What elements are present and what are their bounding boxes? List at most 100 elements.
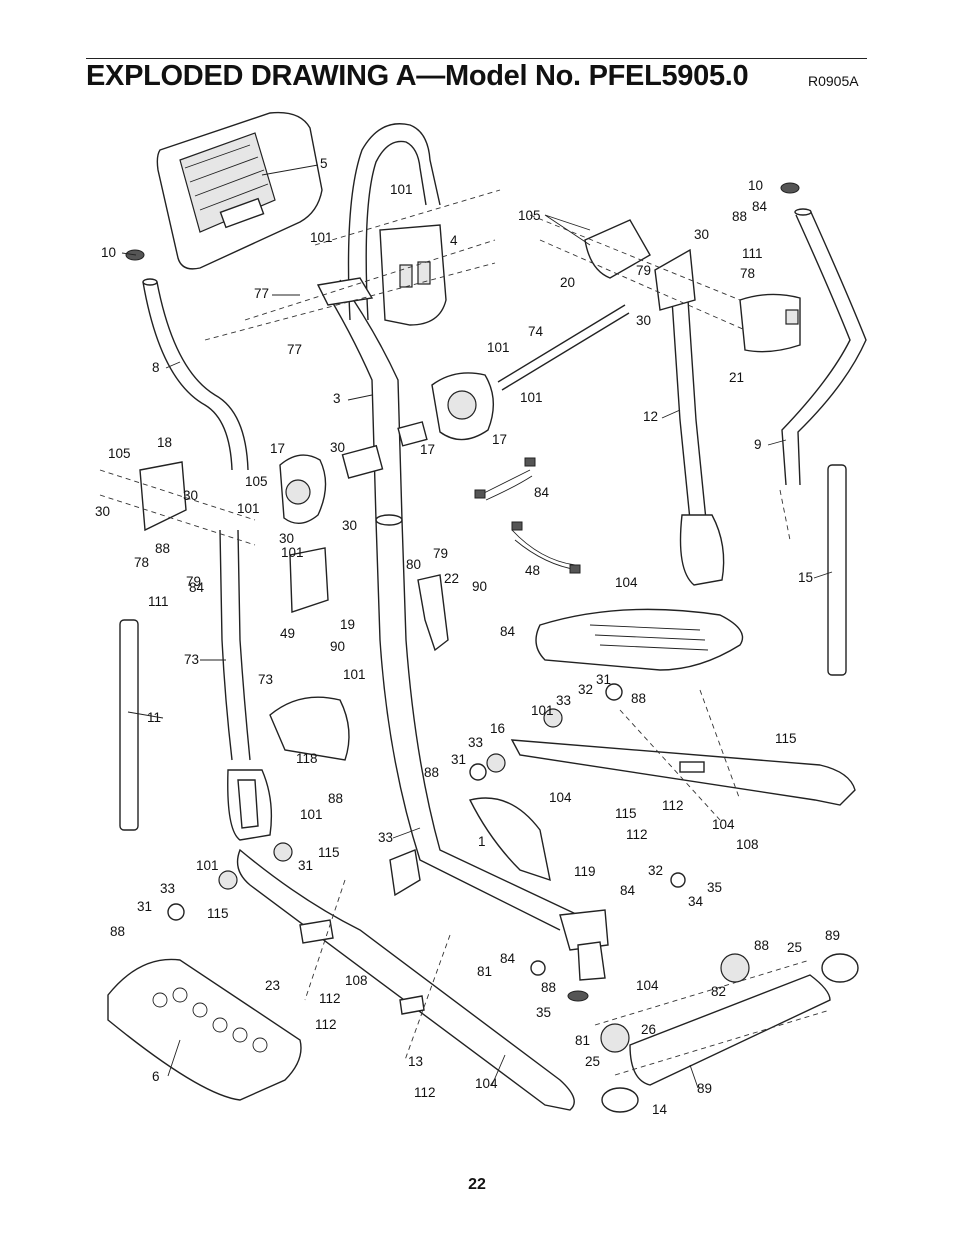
callout: 101	[300, 807, 323, 822]
callout: 111	[148, 594, 169, 609]
callout: 18	[157, 435, 172, 450]
callout: 48	[525, 563, 540, 578]
callout: 25	[787, 940, 802, 955]
callout: 89	[697, 1081, 712, 1096]
assembly-lines	[99, 189, 831, 1076]
left-pedal-arm-part-14	[107, 848, 575, 1111]
callout: 77	[254, 286, 269, 301]
upper-handle-part-4	[347, 123, 447, 326]
shrouds	[269, 696, 551, 882]
callout: 17	[270, 441, 285, 456]
callout: 115	[207, 906, 229, 921]
callout: 31	[451, 752, 466, 767]
callout: 31	[298, 858, 313, 873]
callout: 9	[754, 437, 762, 452]
callout: 35	[707, 880, 722, 895]
callout: 81	[575, 1033, 590, 1048]
callout: 104	[712, 817, 735, 832]
callout: 101	[531, 703, 554, 718]
callout: 88	[631, 691, 646, 706]
callout: 84	[752, 199, 768, 214]
callout: 12	[643, 409, 658, 424]
callout: 14	[652, 1102, 668, 1117]
callout: 115	[318, 845, 340, 860]
callout: 80	[406, 557, 421, 572]
callout: 33	[378, 830, 393, 845]
callout: 84	[500, 951, 516, 966]
callout: 101	[310, 230, 333, 245]
callout: 118	[296, 751, 318, 766]
stabilizer-part-6	[600, 953, 859, 1113]
callout: 15	[798, 570, 813, 585]
callout: 1	[478, 834, 486, 849]
callout: 112	[662, 798, 684, 813]
callout: 30	[183, 488, 198, 503]
drawing-code: R0905A	[808, 73, 859, 89]
callout: 26	[641, 1022, 656, 1037]
wire-harnesses	[474, 457, 581, 574]
callout: 30	[342, 518, 357, 533]
header-rule	[86, 58, 867, 59]
callout: 88	[110, 924, 125, 939]
callout: 84	[189, 580, 205, 595]
callout: 105	[245, 474, 268, 489]
callout: 17	[420, 442, 435, 457]
callout: 105	[108, 446, 131, 461]
callout: 74	[528, 324, 544, 339]
callout: 35	[536, 1005, 551, 1020]
callout: 90	[330, 639, 345, 654]
callout: 11	[147, 710, 161, 725]
upright-tubes-part-73	[119, 464, 847, 831]
callout: 88	[328, 791, 343, 806]
page-number: 22	[468, 1176, 486, 1193]
callout: 101	[196, 858, 219, 873]
callout: 32	[578, 682, 593, 697]
callout: 84	[500, 624, 516, 639]
callout: 108	[736, 837, 759, 852]
callout: 115	[775, 731, 797, 746]
callout: 4	[450, 233, 458, 248]
callout: 5	[320, 156, 328, 171]
right-pedal-arm-part-16	[510, 608, 856, 806]
callout: 104	[549, 790, 572, 805]
callout: 112	[315, 1017, 337, 1032]
callout: 3	[333, 391, 341, 406]
callout: 33	[468, 735, 483, 750]
right-housings	[584, 219, 801, 353]
callout: 115	[615, 806, 637, 821]
callout: 84	[620, 883, 636, 898]
callout: 81	[477, 964, 492, 979]
callout: 34	[688, 894, 704, 909]
left-arm-upper-part-8	[125, 249, 249, 471]
callout: 79	[636, 263, 651, 278]
callout: 10	[748, 178, 763, 193]
callout: 101	[487, 340, 510, 355]
callout: 105	[518, 208, 541, 223]
callout: 77	[287, 342, 302, 357]
callout: 101	[520, 390, 543, 405]
callout: 89	[825, 928, 840, 943]
callout: 104	[475, 1076, 498, 1091]
callout: 13	[408, 1054, 423, 1069]
callout: 112	[626, 827, 648, 842]
callout: 78	[134, 555, 149, 570]
callout: 21	[729, 370, 744, 385]
callout: 111	[742, 246, 763, 261]
bottle-holder-part-22	[417, 574, 449, 652]
callout: 30	[694, 227, 709, 242]
callout: 104	[636, 978, 659, 993]
callout: 101	[343, 667, 366, 682]
callout: 101	[237, 501, 260, 516]
leader-lines	[121, 164, 833, 1089]
callout: 78	[740, 266, 755, 281]
callout: 84	[534, 485, 550, 500]
callout: 6	[152, 1069, 160, 1084]
frame-post-part-3	[316, 277, 403, 526]
callout: 20	[560, 275, 575, 290]
callout: 32	[648, 863, 663, 878]
callout: 88	[541, 980, 556, 995]
callout: 88	[424, 765, 439, 780]
callout: 101	[390, 182, 413, 197]
callout: 88	[754, 938, 769, 953]
